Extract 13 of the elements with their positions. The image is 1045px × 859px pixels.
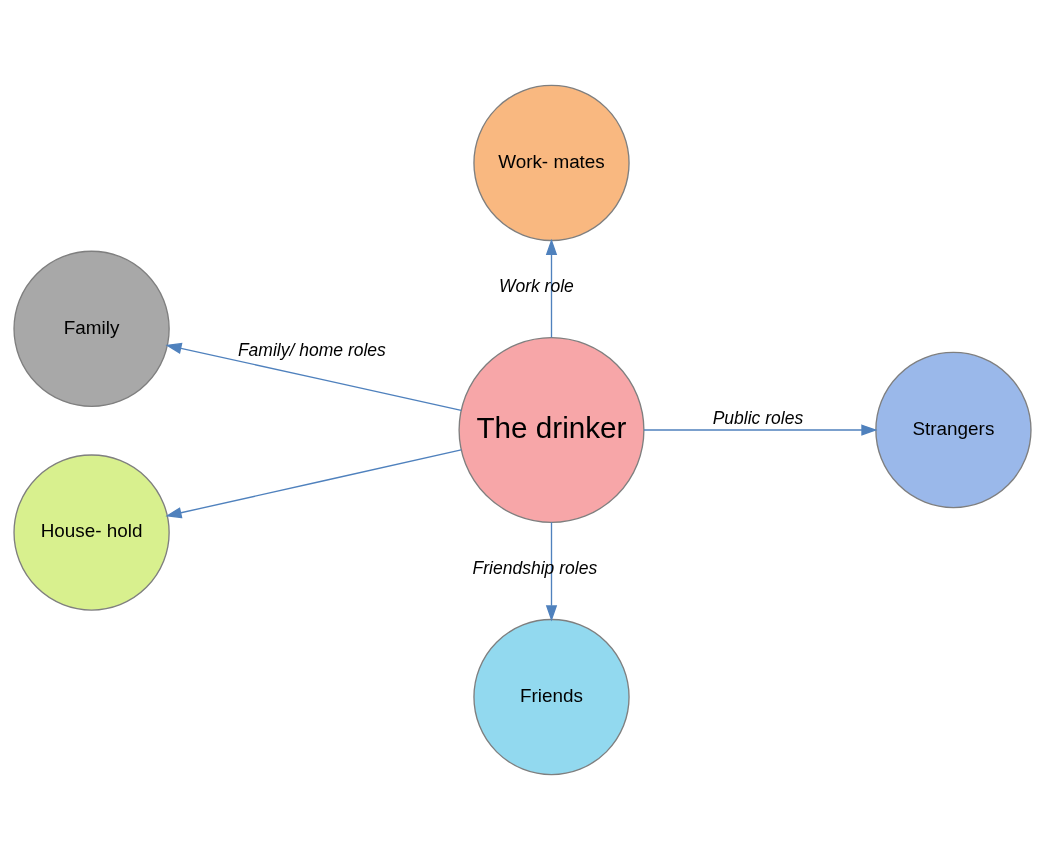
node-circle: Family — [13, 250, 170, 407]
edge-label: Public roles — [712, 407, 804, 428]
node-circle: The drinker — [458, 336, 645, 523]
node-circle: House- hold — [13, 453, 170, 611]
edge-label: Family/ home roles — [237, 339, 386, 360]
arrow — [643, 423, 878, 436]
arrow — [545, 521, 558, 621]
arrow — [165, 448, 462, 518]
arrow — [165, 342, 462, 411]
arrow — [545, 238, 558, 338]
node-circle: Strangers — [875, 351, 1032, 508]
node-circle: Friends — [473, 618, 630, 775]
node-circle: Work- mates — [473, 84, 630, 241]
